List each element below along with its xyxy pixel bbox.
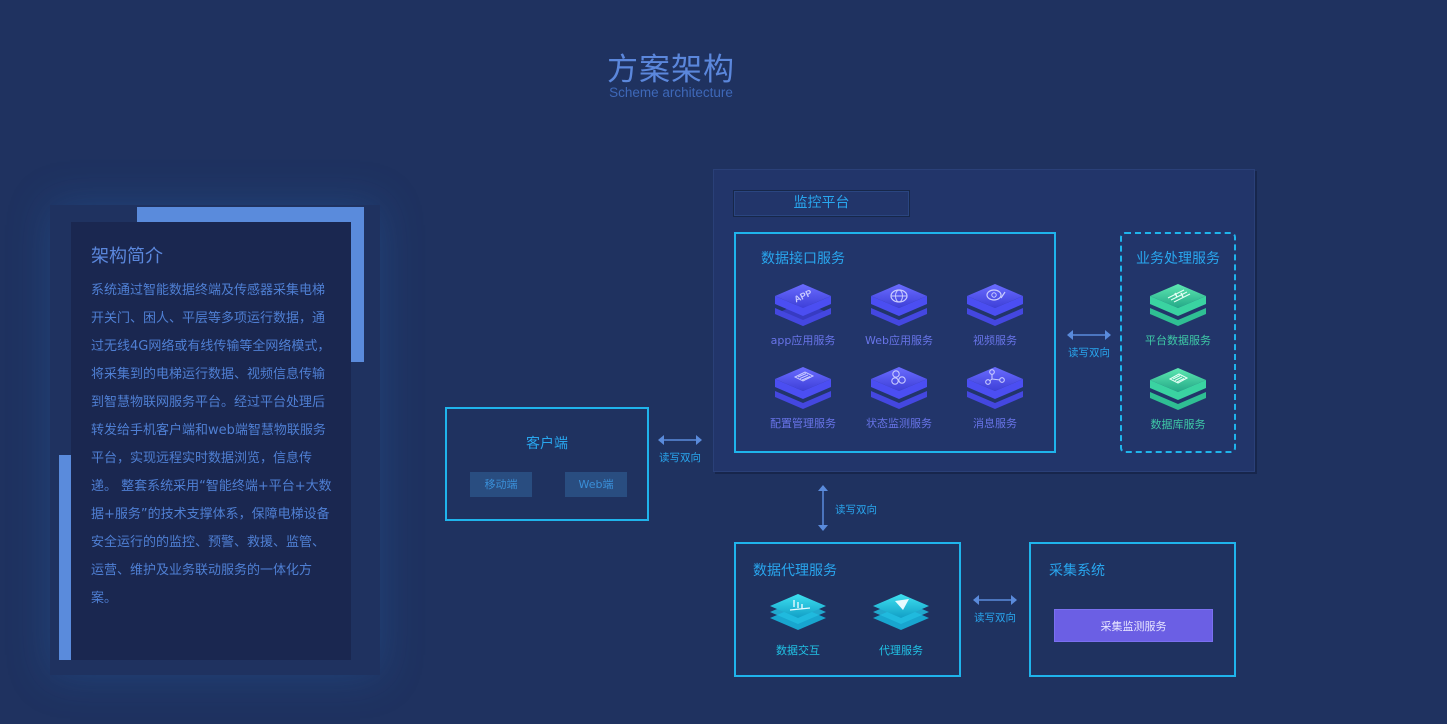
sliders-icon xyxy=(1150,284,1206,326)
service-status-monitor[interactable]: 状态监测服务 xyxy=(854,363,944,431)
connector-label: 读写双向 xyxy=(659,452,701,464)
service-proxy[interactable]: 代理服务 xyxy=(856,590,946,658)
business-processing-box: 业务处理服务 平台数据服务 xyxy=(1120,232,1236,453)
data-interface-title: 数据接口服务 xyxy=(761,251,845,267)
connector-client-platform: 读写双向 xyxy=(657,431,703,465)
client-box: 客户端 移动端 Web端 xyxy=(445,407,649,521)
service-label: 消息服务 xyxy=(973,417,1017,430)
business-title: 业务处理服务 xyxy=(1136,251,1220,267)
chart-bars-icon xyxy=(770,594,826,630)
intro-heading: 架构简介 xyxy=(91,246,163,267)
data-proxy-service-box: 数据代理服务 数据交互 代理服务 xyxy=(734,542,961,677)
service-label: 平台数据服务 xyxy=(1145,334,1211,347)
collection-system-box: 采集系统 采集监测服务 xyxy=(1029,542,1236,677)
connector-proxy-collect: 读写双向 xyxy=(972,591,1018,625)
paper-plane-icon xyxy=(873,594,929,630)
service-config[interactable]: 配置管理服务 xyxy=(758,363,848,431)
config-list-icon xyxy=(775,367,831,409)
service-app[interactable]: APP app应用服务 xyxy=(758,280,848,348)
intro-card: 架构简介 系统通过智能数据终端及传感器采集电梯开关门、困人、平层等多项运行数据，… xyxy=(71,222,351,660)
service-web[interactable]: Web应用服务 xyxy=(854,280,944,348)
mobile-client-button[interactable]: 移动端 xyxy=(470,472,532,497)
service-label: 数据库服务 xyxy=(1150,418,1206,431)
double-arrow-icon xyxy=(1067,330,1111,340)
double-arrow-icon xyxy=(658,435,702,445)
service-data-exchange[interactable]: 数据交互 xyxy=(753,590,843,658)
connector-interface-business: 读写双向 xyxy=(1066,326,1112,360)
service-video[interactable]: 视频服务 xyxy=(950,280,1040,348)
service-label: 配置管理服务 xyxy=(770,417,836,430)
collection-monitor-service-button[interactable]: 采集监测服务 xyxy=(1054,609,1213,642)
connector-label: 读写双向 xyxy=(974,612,1016,624)
web-client-button[interactable]: Web端 xyxy=(565,472,627,497)
connector-label: 读写双向 xyxy=(1068,347,1110,359)
service-label: 代理服务 xyxy=(879,644,923,657)
double-arrow-icon xyxy=(973,595,1017,605)
page-subtitle: Scheme architecture xyxy=(609,85,733,100)
vertical-double-arrow-icon xyxy=(818,485,828,531)
data-proxy-title: 数据代理服务 xyxy=(753,563,837,579)
monitor-platform: 监控平台 数据接口服务 APP app应用服务 Web应用服务 xyxy=(713,169,1255,472)
data-interface-service-box: 数据接口服务 APP app应用服务 Web应用服务 xyxy=(734,232,1056,453)
share-icon xyxy=(967,367,1023,409)
service-platform-data[interactable]: 平台数据服务 xyxy=(1133,280,1223,348)
page-title: 方案架构 xyxy=(607,52,735,88)
intro-text: 系统通过智能数据终端及传感器采集电梯开关门、困人、平层等多项运行数据，通过无线4… xyxy=(91,283,332,606)
service-label: 数据交互 xyxy=(776,644,820,657)
app-icon: APP xyxy=(775,284,831,326)
globe-icon xyxy=(871,284,927,326)
connector-platform-proxy xyxy=(817,485,829,535)
collection-system-title: 采集系统 xyxy=(1049,563,1105,579)
intro-accent-bar xyxy=(59,455,73,660)
service-label: app应用服务 xyxy=(770,334,836,347)
database-icon xyxy=(1150,368,1206,410)
client-title: 客户端 xyxy=(526,436,568,452)
nodes-icon xyxy=(871,367,927,409)
connector-label: 读写双向 xyxy=(835,504,877,516)
platform-label: 监控平台 xyxy=(733,190,910,217)
service-message[interactable]: 消息服务 xyxy=(950,363,1040,431)
camera-icon xyxy=(967,284,1023,326)
service-label: 状态监测服务 xyxy=(866,417,932,430)
service-label: 视频服务 xyxy=(973,334,1017,347)
service-database[interactable]: 数据库服务 xyxy=(1133,364,1223,432)
service-label: Web应用服务 xyxy=(865,334,933,347)
